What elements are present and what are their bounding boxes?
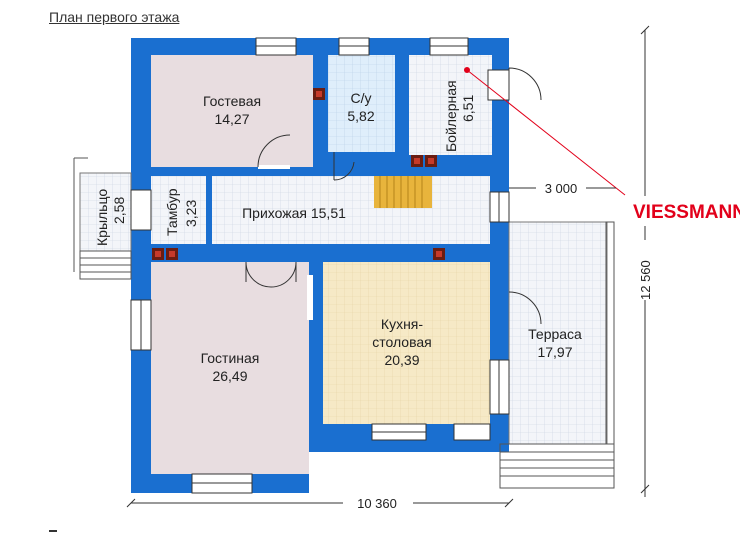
kitchen-name-line2: столовая — [372, 334, 432, 350]
room-boiler — [409, 55, 492, 155]
room-kitchen — [323, 262, 490, 424]
boiler-connector — [464, 67, 626, 196]
room-wc — [328, 55, 395, 152]
living-room-area: 26,49 — [212, 368, 247, 384]
room-vestibule — [151, 176, 206, 244]
viessmann-logo: VIESSMANN — [628, 196, 740, 226]
wc-room-name: С/у — [351, 90, 372, 106]
porch-steps — [73, 157, 132, 280]
terrace-steps — [499, 221, 615, 489]
boiler-room-name: Бойлерная — [443, 80, 459, 152]
width-dimension: 10 360 — [357, 496, 397, 511]
porch-area: 2,58 — [111, 197, 127, 224]
terrace-name: Терраса — [528, 326, 582, 342]
dimension-lines — [126, 25, 650, 508]
room-terrace — [508, 221, 608, 445]
living-room-name: Гостиная — [201, 350, 260, 366]
height-dimension: 12 560 — [638, 260, 653, 300]
kitchen-area: 20,39 — [384, 352, 419, 368]
room-hall — [212, 176, 490, 244]
terrace-area: 17,97 — [537, 344, 572, 360]
terrace-width-dimension: 3 000 — [545, 181, 578, 196]
vestibule-area: 3,23 — [183, 200, 199, 227]
porch-name: Крыльцо — [94, 189, 110, 246]
wc-room-area: 5,82 — [347, 108, 374, 124]
boiler-room-area: 6,51 — [460, 95, 476, 122]
staircase — [374, 176, 432, 208]
guest-room-area: 14,27 — [214, 111, 249, 127]
room-living — [151, 262, 309, 474]
windows — [130, 37, 510, 494]
guest-room-name: Гостевая — [203, 93, 261, 109]
doors — [245, 67, 542, 325]
hall-name: Прихожая 15,51 — [242, 205, 346, 221]
room-porch — [79, 172, 132, 252]
page-title[interactable]: План первого этажа — [49, 9, 180, 25]
brand-name: VIESSMANN — [633, 202, 740, 223]
room-guest — [151, 55, 313, 167]
kitchen-name-line1: Кухня- — [381, 316, 423, 332]
vestibule-name: Тамбур — [164, 188, 180, 236]
chimney-marks — [152, 88, 445, 260]
footer-mark — [49, 530, 57, 532]
